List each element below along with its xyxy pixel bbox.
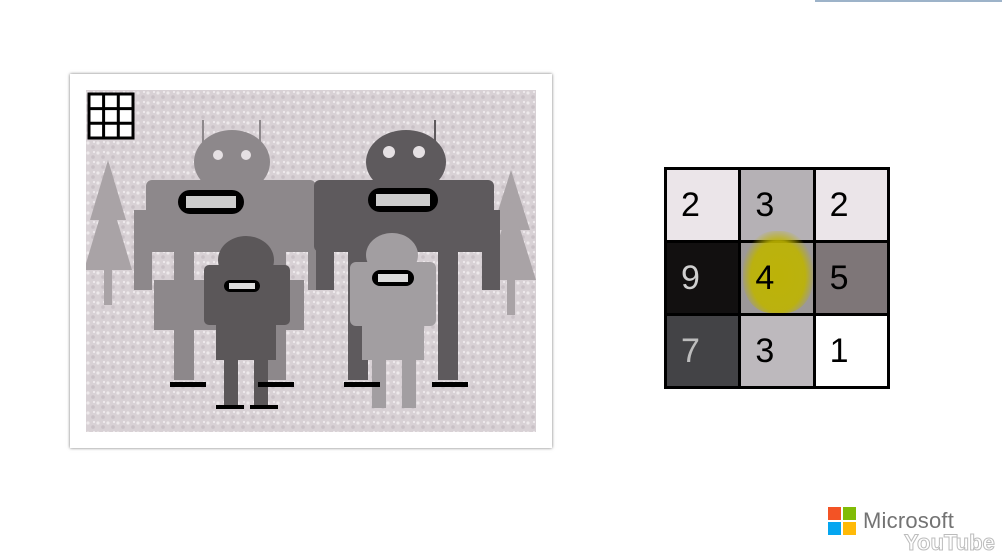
highlight-blob xyxy=(743,231,814,313)
grid-icon xyxy=(87,92,135,140)
grid-cell: 2 xyxy=(667,170,739,240)
grid-cell: 4 xyxy=(741,231,814,313)
grid-cell-value: 7 xyxy=(681,332,700,370)
grid-cell-value: 2 xyxy=(681,186,700,224)
grid-cell: 1 xyxy=(815,316,887,386)
grid-cell-value: 3 xyxy=(755,186,775,224)
grid-cell: 7 xyxy=(667,316,739,386)
grid-cell-value: 5 xyxy=(829,259,849,297)
grid-cell: 9 xyxy=(667,243,739,313)
grid-cell: 3 xyxy=(741,170,813,240)
grid-cell-value: 2 xyxy=(829,186,849,224)
top-accent-line xyxy=(815,0,1002,2)
grid-cell-value: 4 xyxy=(755,259,775,297)
grid-cell-value: 9 xyxy=(681,259,700,297)
robots-grayscale-image xyxy=(70,74,552,448)
robot-family-illustration xyxy=(86,90,536,432)
windows-logo-icon xyxy=(828,507,856,535)
grid-cell: 3 xyxy=(741,316,813,386)
brand-name: Microsoft xyxy=(863,508,955,533)
microsoft-logo: Microsoft xyxy=(828,507,954,535)
youtube-watermark: YouTube xyxy=(904,530,996,556)
grid-cell-value: 1 xyxy=(829,332,849,370)
grid-cell-value: 3 xyxy=(755,332,775,370)
grid-cell: 5 xyxy=(815,243,887,313)
grid-cell: 2 xyxy=(815,170,887,240)
pixel-value-grid: 2 3 2 9 4 5 7 3 1 xyxy=(664,167,890,389)
